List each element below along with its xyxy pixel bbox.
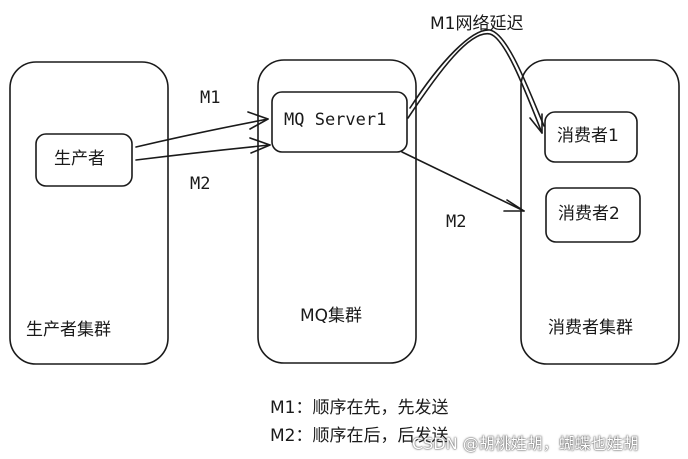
m2-edge-label: M2: [190, 174, 211, 194]
m2-consumer-arrow: [401, 151, 525, 212]
producer-node-box: [35, 133, 133, 187]
mq-cluster-label: MQ集群: [300, 306, 363, 326]
m2-consumer-edge-label: M2: [446, 212, 467, 232]
m2-arrow: [135, 144, 271, 161]
watermark-text: CSDN @胡桃姓胡，蝴蝶也姓胡: [412, 434, 639, 453]
m1-arrowhead: [247, 111, 269, 130]
consumer1-node-box: [544, 111, 638, 163]
m1-delay-arrow: [407, 33, 543, 134]
consumer2-node-label: 消费者2: [558, 204, 620, 224]
m1-arrow: [135, 118, 269, 148]
m1-edge-label: M1: [200, 88, 221, 108]
mq-server-node-box: [271, 91, 408, 153]
m2-arrowhead: [249, 137, 271, 154]
consumer-cluster-box: [520, 59, 680, 365]
legend-m1: M1：顺序在先，先发送: [270, 398, 449, 418]
consumer-cluster-label: 消费者集群: [548, 318, 633, 338]
consumer2-node-box: [545, 187, 641, 243]
producer-node-label: 生产者: [54, 149, 105, 169]
m2-consumer-arrowhead: [503, 199, 525, 212]
m1-delay-edge-label: M1网络延迟: [430, 14, 524, 34]
consumer1-node-label: 消费者1: [557, 126, 619, 146]
producer-cluster-label: 生产者集群: [26, 320, 111, 340]
m1-delay-arrow-shadow: [409, 29, 545, 127]
mq-cluster-box: [257, 59, 417, 364]
producer-cluster-box: [9, 61, 169, 365]
mq-server-node-label: MQ Server1: [284, 110, 387, 130]
legend-m2: M2：顺序在后，后发送: [270, 426, 449, 446]
